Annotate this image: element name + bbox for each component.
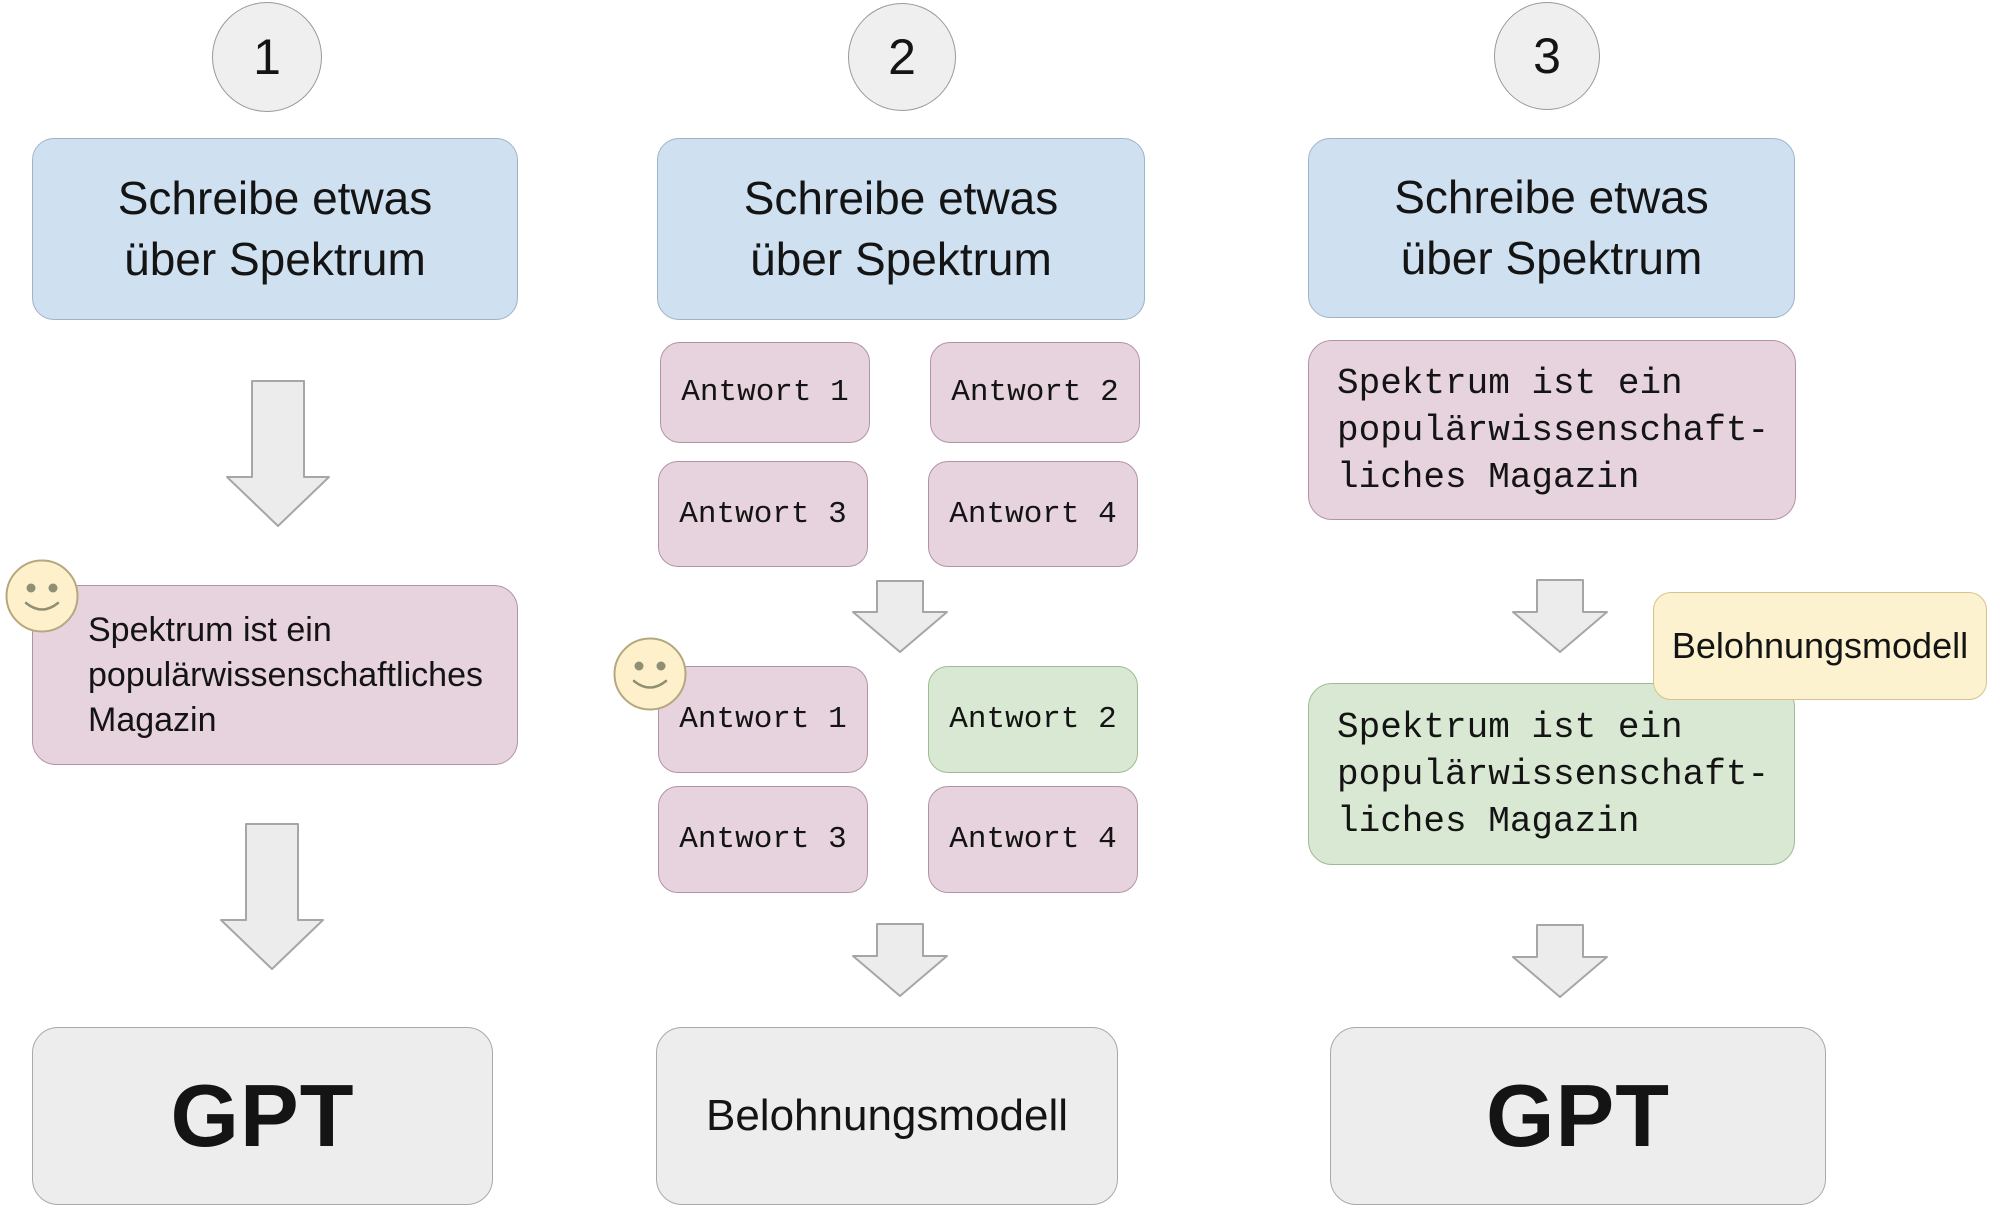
reward-model-label: Belohnungsmodell <box>1671 625 1969 666</box>
prompt-line-2: über Spektrum <box>124 233 426 285</box>
answer-line-1: Spektrum ist ein <box>88 610 332 649</box>
step-number-1: 1 <box>253 29 281 85</box>
answer-chip-round1-2: Antwort 2 <box>930 342 1140 443</box>
scored-line-3: liches Magazin <box>1337 800 1640 842</box>
answer-chip-round2-1: Antwort 1 <box>658 666 868 773</box>
answer-chip-label: Antwort 4 <box>949 496 1117 532</box>
down-arrow-icon <box>852 580 948 653</box>
down-arrow-icon <box>1512 579 1608 653</box>
step-badge-1: 1 <box>212 2 322 112</box>
scored-answer-box-col3: Spektrum ist ein populärwissenschaft- li… <box>1308 683 1795 865</box>
model-box-gpt-col1: GPT <box>32 1027 493 1205</box>
answer-line-2: populärwissenschaftliches <box>88 655 483 694</box>
model-label: Belohnungsmodell <box>705 1091 1069 1140</box>
smiley-face-icon <box>5 559 79 633</box>
human-answer-box-col1: Spektrum ist ein populärwissenschaftlich… <box>32 585 518 765</box>
sample-line-3: liches Magazin <box>1337 456 1640 498</box>
answer-chip-label: Antwort 2 <box>951 375 1119 410</box>
prompt-line-2: über Spektrum <box>1400 232 1703 284</box>
answer-chip-round1-4: Antwort 4 <box>928 461 1138 567</box>
scored-line-2: populärwissenschaft- <box>1337 753 1770 795</box>
answer-chip-round1-1: Antwort 1 <box>660 342 870 443</box>
prompt-line-2: über Spektrum <box>750 233 1052 285</box>
answer-chip-round2-3: Antwort 3 <box>658 786 868 893</box>
answer-chip-label: Antwort 1 <box>681 375 849 410</box>
answer-chip-label: Antwort 2 <box>949 702 1117 737</box>
down-arrow-icon <box>220 823 324 970</box>
reward-model-tag: Belohnungsmodell <box>1653 592 1987 700</box>
sample-line-1: Spektrum ist ein <box>1337 362 1683 404</box>
answer-chip-round2-4: Antwort 4 <box>928 786 1138 893</box>
model-box-reward-col2: Belohnungsmodell <box>656 1027 1118 1205</box>
answer-chip-round1-3: Antwort 3 <box>658 461 868 567</box>
scored-line-1: Spektrum ist ein <box>1337 706 1683 748</box>
model-label: GPT <box>1486 1066 1670 1165</box>
step-number-2: 2 <box>888 29 916 85</box>
model-label: GPT <box>170 1066 355 1165</box>
sample-line-2: populärwissenschaft- <box>1337 409 1770 451</box>
answer-chip-round2-2-preferred: Antwort 2 <box>928 666 1138 773</box>
generated-answer-box-col3: Spektrum ist ein populärwissenschaft- li… <box>1308 340 1796 520</box>
prompt-line-1: Schreibe etwas <box>1394 171 1709 223</box>
prompt-line-1: Schreibe etwas <box>117 172 433 224</box>
prompt-box-col3: Schreibe etwas über Spektrum <box>1308 138 1795 318</box>
down-arrow-icon <box>226 380 330 527</box>
down-arrow-icon <box>1512 924 1608 998</box>
step-badge-3: 3 <box>1494 2 1600 110</box>
prompt-box-col2: Schreibe etwas über Spektrum <box>657 138 1145 320</box>
prompt-line-1: Schreibe etwas <box>743 172 1059 224</box>
step-number-3: 3 <box>1533 28 1561 84</box>
prompt-box-col1: Schreibe etwas über Spektrum <box>32 138 518 320</box>
down-arrow-icon <box>852 923 948 997</box>
answer-chip-label: Antwort 1 <box>679 702 847 737</box>
smiley-face-icon <box>613 637 687 711</box>
answer-line-3: Magazin <box>88 700 217 739</box>
model-box-gpt-col3: GPT <box>1330 1027 1826 1205</box>
answer-chip-label: Antwort 3 <box>679 496 847 532</box>
step-badge-2: 2 <box>848 3 956 111</box>
answer-chip-label: Antwort 3 <box>679 822 847 857</box>
answer-chip-label: Antwort 4 <box>949 822 1117 857</box>
